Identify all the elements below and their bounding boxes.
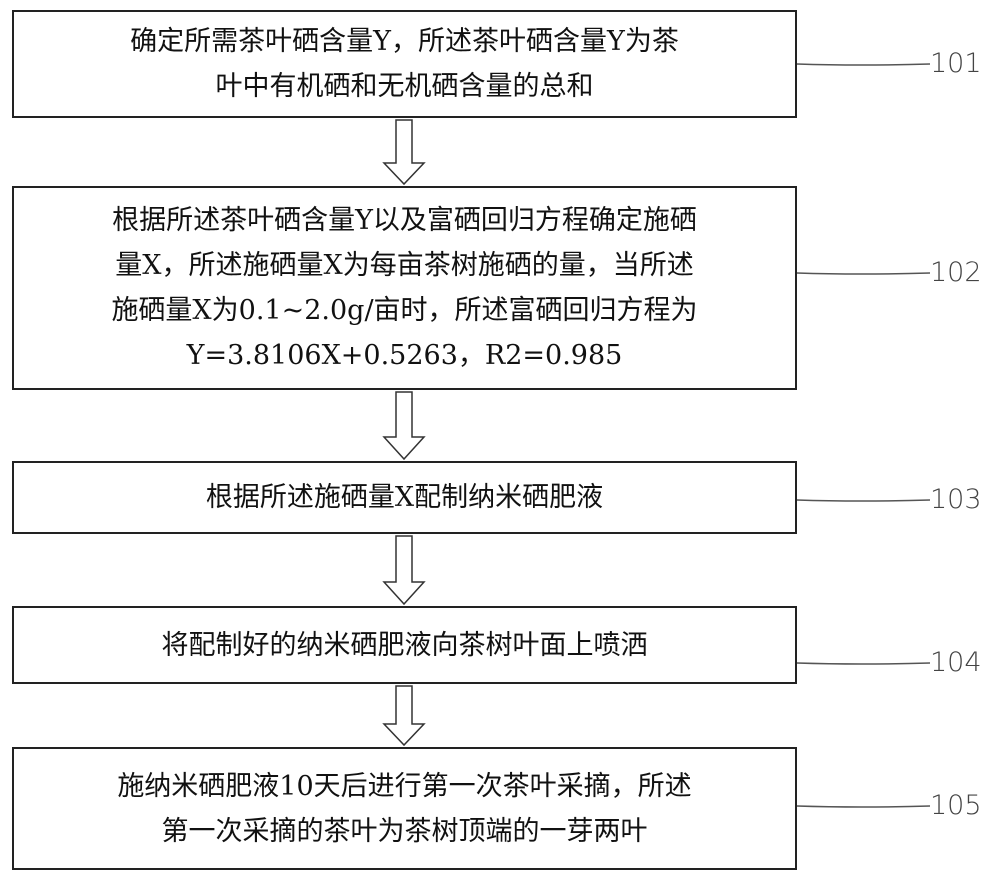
step-label-105: 105 [930, 790, 982, 821]
step-text-101: 确定所需茶叶硒含量Y，所述茶叶硒含量Y为茶 叶中有机硒和无机硒含量的总和 [130, 26, 679, 102]
down-arrow-icon [382, 535, 426, 606]
step-box-101: 确定所需茶叶硒含量Y，所述茶叶硒含量Y为茶 叶中有机硒和无机硒含量的总和 [12, 10, 797, 118]
step-text-105: 施纳米硒肥液10天后进行第一次茶叶采摘，所述 第一次采摘的茶叶为茶树顶端的一芽两… [117, 770, 692, 847]
leader-line-105 [796, 805, 931, 808]
step-label-102: 102 [930, 257, 982, 288]
step-box-104: 将配制好的纳米硒肥液向茶树叶面上喷洒 [12, 606, 797, 684]
step-text-104: 将配制好的纳米硒肥液向茶树叶面上喷洒 [161, 629, 648, 661]
leader-line-102 [796, 272, 931, 275]
step-label-103: 103 [930, 484, 982, 515]
step-text-103: 根据所述施硒量X配制纳米硒肥液 [205, 482, 604, 513]
leader-line-101 [796, 63, 931, 66]
step-label-101: 101 [930, 48, 982, 79]
step-box-103: 根据所述施硒量X配制纳米硒肥液 [12, 461, 797, 534]
leader-line-104 [796, 662, 931, 665]
leader-line-103 [796, 499, 931, 502]
step-label-104: 104 [930, 647, 982, 678]
down-arrow-icon [382, 391, 426, 461]
down-arrow-icon [382, 685, 426, 747]
step-box-105: 施纳米硒肥液10天后进行第一次茶叶采摘，所述 第一次采摘的茶叶为茶树顶端的一芽两… [12, 747, 797, 870]
step-box-102: 根据所述茶叶硒含量Y以及富硒回归方程确定施硒 量X，所述施硒量X为每亩茶树施硒的… [12, 186, 797, 390]
step-text-102: 根据所述茶叶硒含量Y以及富硒回归方程确定施硒 量X，所述施硒量X为每亩茶树施硒的… [111, 205, 698, 371]
down-arrow-icon [382, 119, 426, 186]
